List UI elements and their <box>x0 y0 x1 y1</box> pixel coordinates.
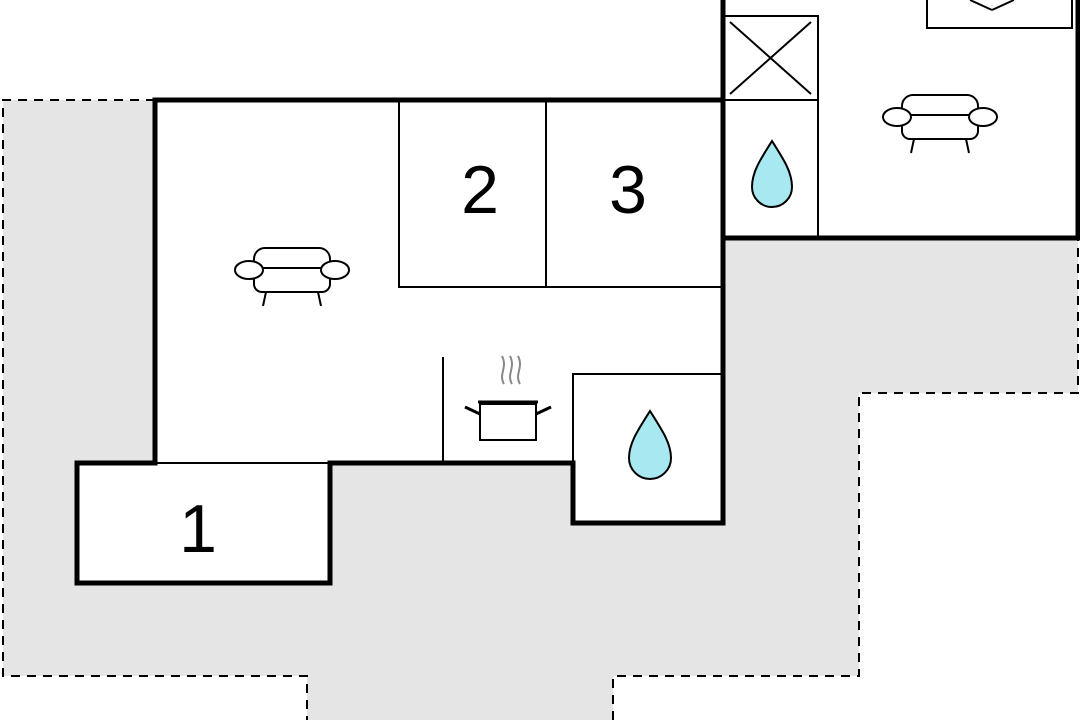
room-label-3: 3 <box>609 152 647 228</box>
partial-cross-icon <box>969 0 1015 11</box>
annex-top-box <box>926 0 1073 29</box>
bedroom-walls <box>398 100 723 288</box>
terrace-fill <box>3 100 1078 720</box>
ventilation-shaft-icon <box>729 21 812 95</box>
sofa-icon <box>882 94 998 154</box>
sofa-icon <box>234 247 350 307</box>
terrace-area <box>2 99 1079 720</box>
room-label-2: 2 <box>461 152 499 228</box>
water-drop-icon <box>627 409 673 480</box>
walls <box>74 0 1080 586</box>
terrace-boundary <box>2 99 308 720</box>
annex-wall <box>720 0 1080 241</box>
terrace-boundary-right <box>612 238 1079 720</box>
cooking-pot-icon <box>464 355 552 441</box>
room-label-1: 1 <box>179 491 217 567</box>
water-drop-icon <box>750 139 794 208</box>
bathroom-walls <box>572 373 723 463</box>
annex-shaft <box>723 15 819 101</box>
